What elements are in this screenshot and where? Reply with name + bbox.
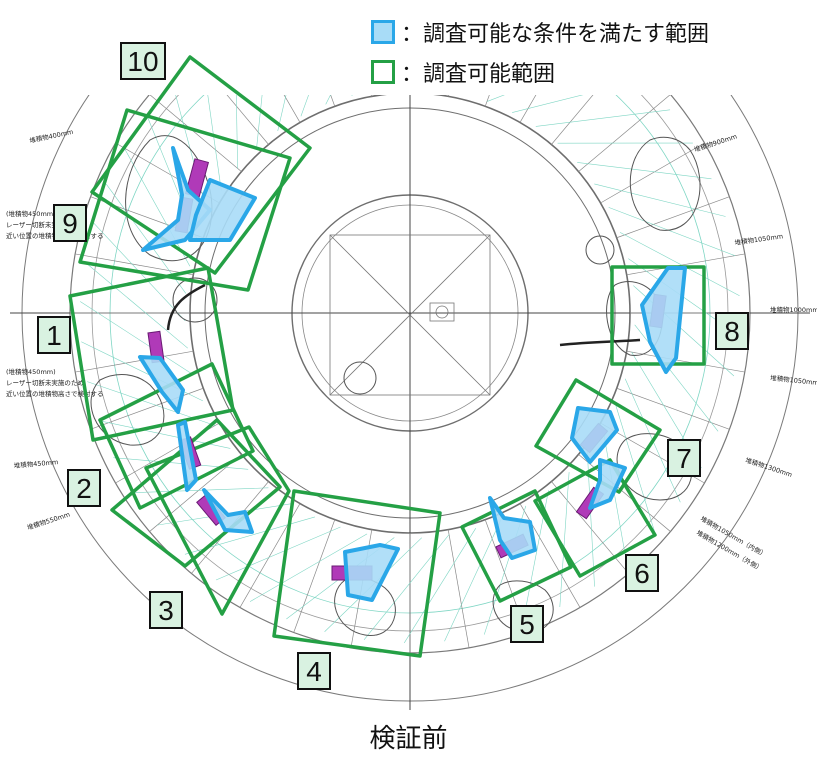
region-label-7: 7 (667, 439, 701, 477)
note-deposit-1050-a: 堆積物1050mm (734, 231, 783, 247)
region-label-text: 10 (127, 46, 158, 77)
caption: 検証前 (369, 724, 448, 754)
region-label-text: 6 (634, 558, 650, 589)
note-nearby-height-b: 近い位置の堆積物高さで検討する (6, 389, 104, 398)
condition-area-5 (488, 496, 537, 560)
condition-areas (138, 146, 687, 602)
condition-area-1 (138, 355, 185, 414)
condition-area-6 (588, 458, 627, 510)
region-label-text: 9 (62, 208, 78, 239)
legend-row-condition: ：調査可能な条件を満たす範囲 (371, 18, 710, 47)
region-label-text: 2 (76, 473, 92, 504)
condition-area-4 (343, 543, 400, 602)
legend: ：調査可能な条件を満たす範囲 ：調査可能範囲 (371, 18, 709, 98)
region-label-text: 3 (158, 595, 174, 626)
region-label-10: 10 (120, 42, 166, 80)
note-deposit-450-paren-b: (堆積物450mm) (6, 367, 56, 376)
region-label-8: 8 (715, 312, 749, 350)
range-3b (144, 425, 291, 616)
condition-area-3 (202, 488, 254, 534)
region-label-5: 5 (510, 605, 544, 643)
condition-area-2 (176, 420, 198, 492)
note-laser-not-cut-a: レーザー切断未実施のため (6, 220, 84, 229)
floor-plan-drawing (10, 95, 810, 710)
note-deposit-400: 堆積物400mm (29, 127, 74, 145)
region-label-text: 5 (519, 609, 535, 640)
region-label-4: 4 (297, 652, 331, 690)
range-10 (90, 55, 312, 275)
note-deposit-550: 堆積物550mm (26, 510, 71, 532)
drawing-notes: 堆積物400mm 堆積物900mm 堆積物1050mm 堆積物1000mm 堆積… (6, 127, 817, 573)
central-square (329, 234, 491, 396)
condition-area-legend-label: ：調査可能な条件を満たす範囲 (401, 22, 710, 47)
investigable-area-legend-label: ：調査可能範囲 (401, 62, 556, 87)
region-label-text: 1 (46, 320, 62, 351)
region-labels: 1 2 3 4 5 6 7 8 9 10 (37, 42, 749, 690)
region-label-text: 8 (724, 316, 740, 347)
range-5 (460, 489, 573, 603)
range-4 (272, 489, 442, 658)
condition-area-swatch (371, 20, 395, 44)
region-label-text: 7 (676, 443, 692, 474)
region-label-3: 3 (149, 591, 183, 629)
region-label-6: 6 (625, 554, 659, 592)
condition-area-7 (570, 406, 619, 464)
legend-row-range: ：調査可能範囲 (371, 58, 709, 87)
note-deposit-450-paren-a: (堆積物450mm) (6, 209, 56, 218)
black-cable (166, 283, 641, 347)
range-7 (534, 378, 662, 494)
condition-area-10 (188, 178, 257, 242)
investigable-area-swatch (371, 60, 395, 84)
region-label-2: 2 (67, 469, 101, 507)
condition-area-8 (640, 266, 687, 374)
region-label-9: 9 (53, 204, 87, 242)
range-9 (78, 108, 292, 292)
note-deposit-450: 堆積物450mm (13, 457, 58, 470)
note-laser-not-cut-b: レーザー切断未実施のため (6, 378, 84, 387)
region-label-1: 1 (37, 316, 71, 354)
note-deposit-1000: 堆積物1000mm (770, 305, 817, 314)
region-label-text: 4 (306, 656, 322, 687)
note-deposit-1300: 堆積物1300mm (744, 455, 793, 479)
